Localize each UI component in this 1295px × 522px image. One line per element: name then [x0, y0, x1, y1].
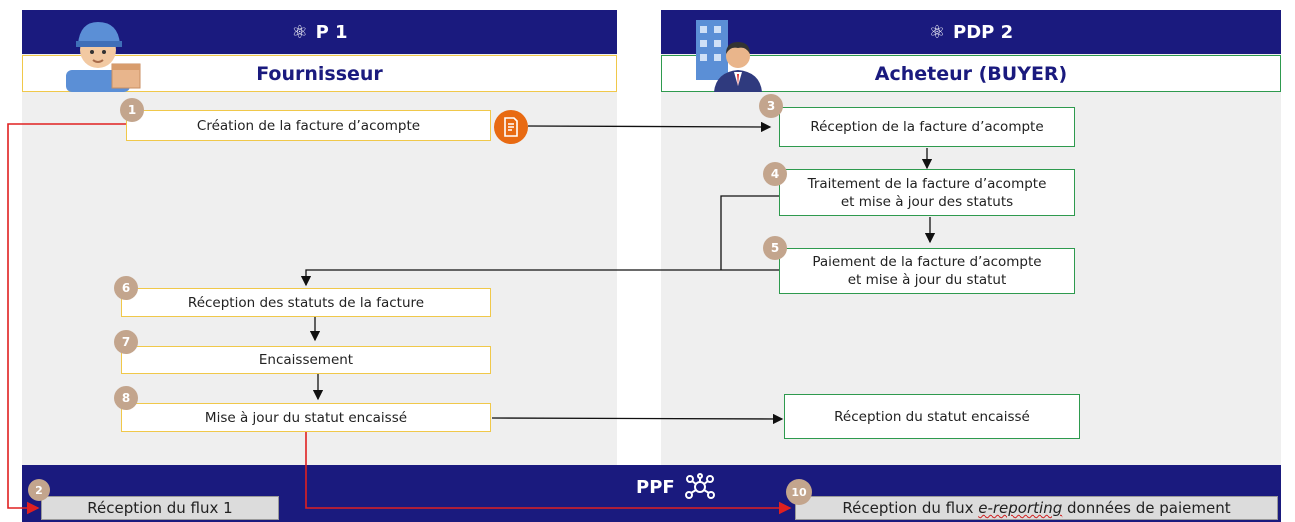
step-3-text: Réception de la facture d’acompte [810, 119, 1044, 135]
step-1-badge: 1 [120, 98, 144, 122]
step-7-text: Encaissement [258, 352, 354, 368]
step-9-text: Réception du statut encaissé [834, 408, 1030, 425]
network-icon [684, 473, 715, 499]
right-panel-header: ⚛ PDP 2 [661, 10, 1281, 54]
atom-icon: ⚛ [291, 21, 308, 43]
step-10-box: Réception du flux e-reporting données de… [795, 496, 1278, 520]
step-10-badge: 10 [786, 479, 812, 505]
step-5-text-line2: et mise à jour du statut [847, 272, 1007, 288]
step-7-number: 7 [121, 335, 131, 349]
arrow-4-branch [720, 195, 780, 270]
step-10-text: Réception du flux e-reporting données de… [842, 499, 1230, 517]
step-10-number: 10 [791, 485, 807, 499]
step-3-box: Réception de la facture d’acompte [779, 107, 1075, 147]
step-10-text-pre: Réception du flux [842, 499, 979, 517]
step-9-box: Réception du statut encaissé [784, 394, 1080, 439]
supplier-avatar [66, 22, 141, 92]
step-6-text: Réception des statuts de la facture [187, 294, 425, 311]
arrow-8-to-9 [491, 413, 784, 425]
step-1-number: 1 [127, 103, 137, 117]
step-6-number: 6 [121, 281, 131, 295]
ppf-title: PPF [636, 473, 717, 501]
step-4-text-line1: Traitement de la facture d’acompte [807, 175, 1047, 192]
step-7-box: Encaissement [121, 346, 491, 374]
invoice-document-icon [494, 110, 528, 144]
step-7-badge: 7 [114, 330, 138, 354]
step-2-number: 2 [35, 483, 43, 497]
step-8-number: 8 [121, 391, 131, 405]
step-2-text: Réception du flux 1 [87, 499, 233, 517]
step-5-box: Paiement de la facture d’acompte et mise… [779, 248, 1075, 294]
arrow-8-to-10 [305, 432, 792, 515]
step-6-box: Réception des statuts de la facture [121, 288, 491, 317]
left-panel-title: P 1 [315, 21, 348, 43]
step-6-badge: 6 [114, 276, 138, 300]
buyer-avatar [696, 20, 762, 92]
step-1-text: Création de la facture d’acompte [196, 117, 421, 134]
supplier-role-text: Fournisseur [256, 62, 383, 85]
step-2-box: Réception du flux 1 [41, 496, 279, 520]
arrow-1-to-2 [7, 123, 126, 515]
step-8-badge: 8 [114, 386, 138, 410]
step-5-number: 5 [770, 241, 780, 255]
step-10-text-em: e-reporting [978, 499, 1063, 517]
step-1-box: Création de la facture d’acompte [126, 110, 491, 141]
step-8-box: Mise à jour du statut encaissé [121, 403, 491, 432]
arrow-1-to-3 [527, 121, 772, 133]
buyer-role-label: Acheteur (BUYER) [661, 55, 1281, 92]
step-5-badge: 5 [763, 236, 787, 260]
ppf-title-text: PPF [636, 476, 675, 498]
step-4-box: Traitement de la facture d’acompte et mi… [779, 169, 1075, 216]
atom-icon: ⚛ [928, 21, 945, 43]
step-4-number: 4 [770, 167, 780, 181]
step-2-badge: 2 [28, 479, 50, 501]
right-panel-title: PDP 2 [953, 21, 1014, 43]
step-8-text: Mise à jour du statut encaissé [204, 409, 408, 426]
step-4-text-line2: et mise à jour des statuts [840, 193, 1014, 210]
step-3-number: 3 [766, 99, 776, 113]
buyer-role-text: Acheteur (BUYER) [874, 62, 1068, 85]
step-5-text-line1: Paiement de la facture d’acompte [812, 254, 1042, 270]
step-4-badge: 4 [763, 162, 787, 186]
arrow-5-to-6 [300, 269, 780, 287]
step-3-badge: 3 [759, 94, 783, 118]
supplier-role-label: Fournisseur [22, 55, 617, 92]
step-10-text-post: données de paiement [1062, 499, 1231, 517]
